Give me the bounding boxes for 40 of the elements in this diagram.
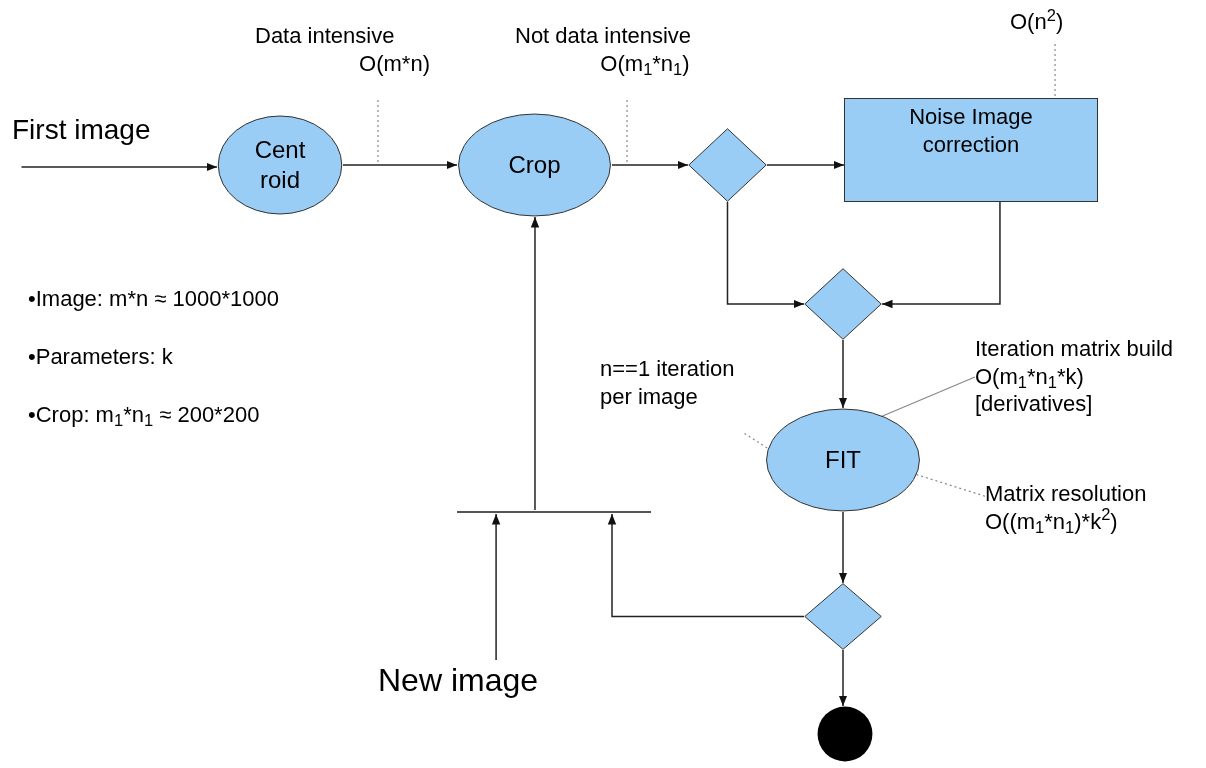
note-text: •Parameters: k (28, 343, 173, 371)
arrow (611, 160, 689, 170)
decision-diamond (804, 583, 882, 650)
annotation-text: New image (378, 661, 540, 700)
note-text: •Image: m*n ≈ 1000*1000 (28, 285, 279, 313)
annotation-text: Not data intensive (515, 22, 692, 50)
leader-line (743, 432, 771, 451)
arrow (766, 160, 845, 170)
process-box (844, 98, 1098, 202)
decision-diamond (688, 128, 767, 202)
end-node (817, 706, 873, 762)
arrow (491, 513, 501, 661)
process-ellipse (457, 113, 612, 217)
node-label: FIT (825, 445, 861, 475)
arrow (342, 160, 458, 170)
annotation-text: O(n$^{2}$) (1010, 8, 1065, 36)
process-ellipse (765, 408, 921, 512)
arrow (20, 162, 218, 172)
arrow (530, 216, 540, 511)
node-label: Crop (508, 150, 561, 180)
annotation-text: Iteration matrix build O(m$_{1}$*n$_{1}$*k) [derivatives] (975, 335, 1175, 418)
annotation-text: O(m$_{1}$*n$_{1}$) (600, 49, 690, 77)
process-ellipse (217, 115, 343, 215)
annotation-text: Matrix resolution O((m$_{1}$*n$_{1}$)*k$^{2}$) (985, 480, 1148, 535)
arrow (838, 511, 848, 584)
arrow (607, 513, 805, 618)
annotation-text: n==1 iteration per image (600, 355, 736, 410)
merge-diamond (804, 268, 882, 340)
leader-line (881, 376, 976, 417)
arrow (726, 201, 805, 309)
node-label: Cent roid (253, 135, 307, 195)
arrow (881, 201, 1001, 309)
annotation-text: First image (12, 113, 152, 147)
node-label: Noise Image correction (908, 103, 1034, 158)
annotation-text: O(m*n) (359, 49, 431, 77)
arrow (838, 339, 848, 409)
arrow (838, 649, 848, 707)
leader-line (1054, 43, 1056, 99)
note-text: •Crop: m$_{1}$*n$_{1}$ ≈ 200*200 (28, 401, 260, 431)
annotation-text: Data intensive (255, 22, 395, 50)
